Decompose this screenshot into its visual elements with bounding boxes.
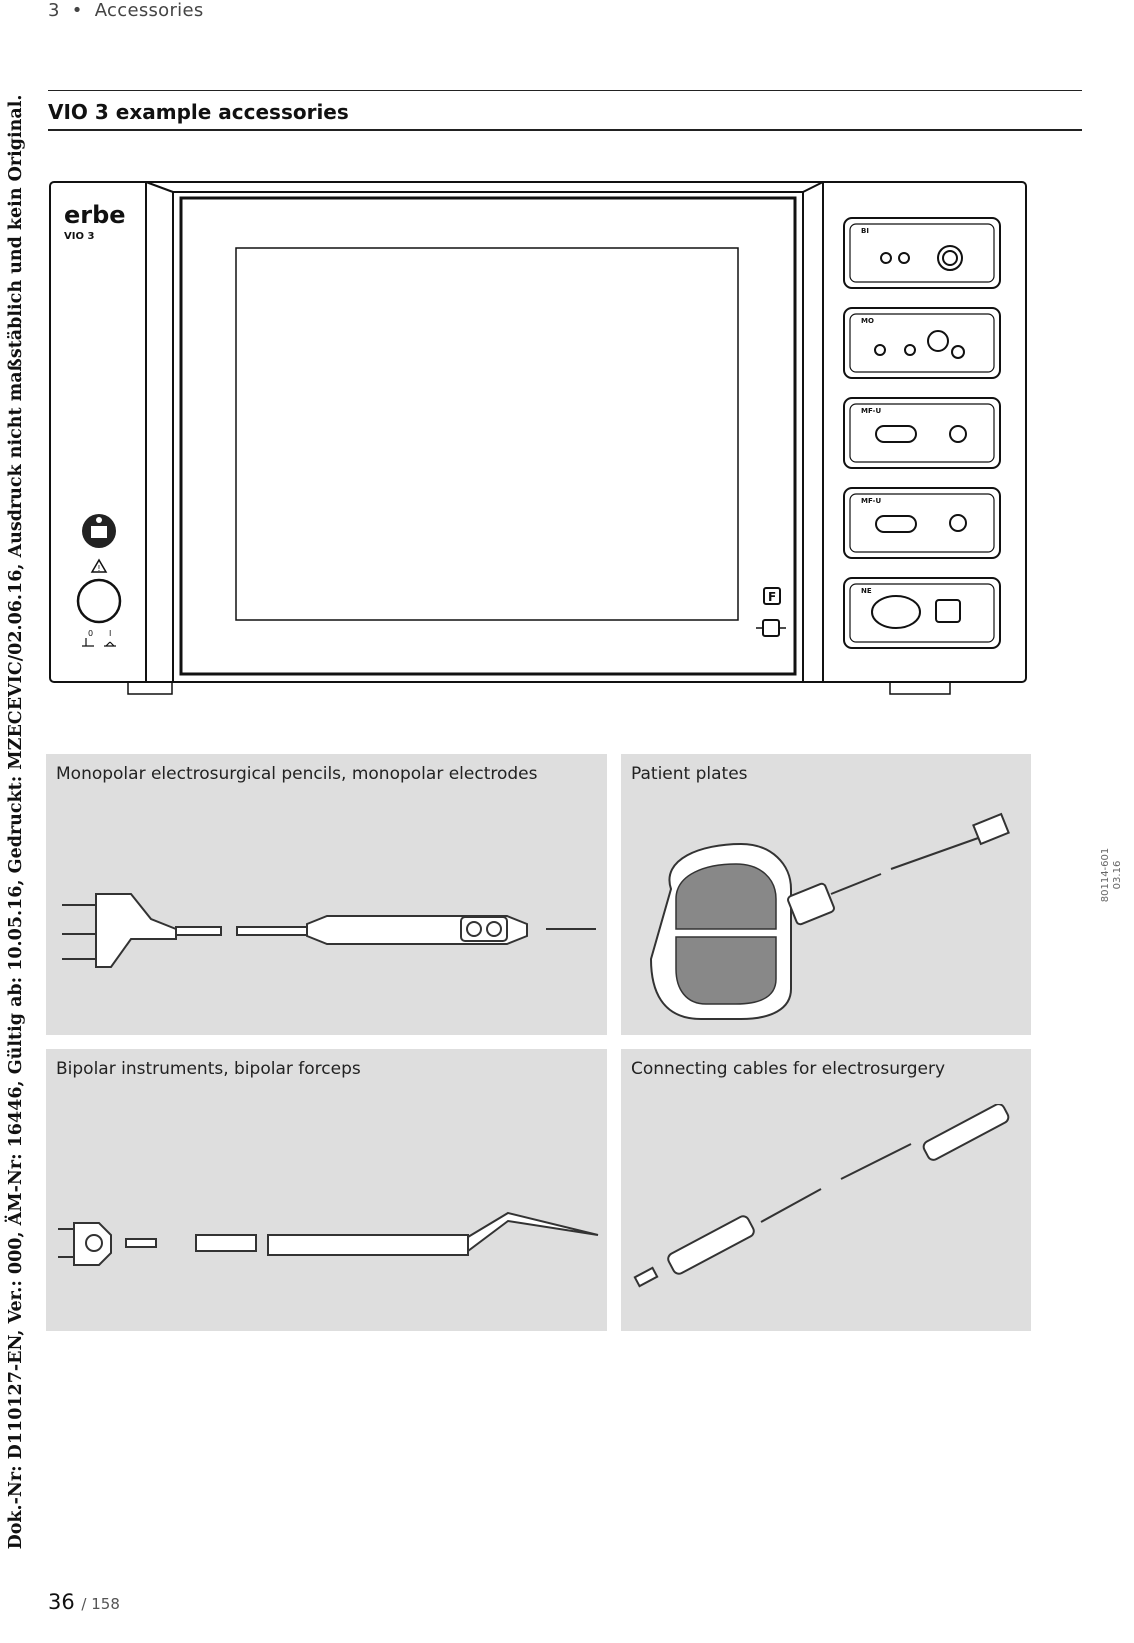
header-separator: • xyxy=(71,0,83,21)
title-top-rule xyxy=(48,90,1082,91)
panel-bipolar-label: Bipolar instruments, bipolar forceps xyxy=(56,1059,361,1079)
total-pages: / 158 xyxy=(81,1595,120,1613)
panel-bipolar: Bipolar instruments, bipolar forceps xyxy=(46,1049,607,1331)
doc-code: 80114-601 03.16 xyxy=(1100,848,1124,903)
socket-mf-u-2 xyxy=(843,487,1001,559)
patient-plate-illustration xyxy=(649,812,1010,1020)
panel-patient-plates: Patient plates xyxy=(621,754,1031,1035)
panel-connecting-cables: Connecting cables for electrosurgery xyxy=(621,1049,1031,1331)
panel-monopolar: Monopolar electrosurgical pencils, monop… xyxy=(46,754,607,1035)
vio3-device-illustration: erbe VIO 3 ! 0 I F xyxy=(49,181,1027,695)
doc-code-number: 80114-601 xyxy=(1100,847,1111,903)
doc-code-date: 03.16 xyxy=(1112,860,1123,890)
bipolar-forceps-illustration xyxy=(58,1211,599,1266)
title-bottom-rule xyxy=(48,129,1082,131)
socket-mo-label: MO xyxy=(861,317,874,325)
warning-icon: ! xyxy=(90,558,108,573)
power-switch[interactable] xyxy=(76,578,122,624)
panel-patient-plates-label: Patient plates xyxy=(631,764,748,784)
chapter-title: Accessories xyxy=(94,0,204,21)
socket-ne-label: NE xyxy=(861,587,872,595)
panel-monopolar-label: Monopolar electrosurgical pencils, monop… xyxy=(56,764,538,784)
socket-mo xyxy=(843,307,1001,379)
socket-ne xyxy=(843,577,1001,649)
panel-connecting-cables-label: Connecting cables for electrosurgery xyxy=(631,1059,946,1079)
socket-mf-u-1-label: MF-U xyxy=(861,407,881,415)
watermark-text: Dok.-Nr: D110127-EN, Ver.: 000, ÄM-Nr: 1… xyxy=(6,94,26,1550)
chapter-number: 3 xyxy=(48,0,60,21)
function-button[interactable] xyxy=(763,587,781,605)
network-port-icon xyxy=(756,619,786,637)
function-button-label: F xyxy=(768,590,776,604)
running-header: 3 • Accessories xyxy=(48,0,204,21)
monopolar-pencil-illustration xyxy=(62,893,596,968)
socket-mf-u-2-label: MF-U xyxy=(861,497,881,505)
section-title: VIO 3 example accessories xyxy=(48,100,349,124)
read-manual-icon xyxy=(82,514,116,548)
svg-text:!: ! xyxy=(97,564,100,573)
socket-bi-label: BI xyxy=(861,227,869,235)
brand-logo: erbe xyxy=(64,201,126,229)
side-watermark: Dok.-Nr: D110127-EN, Ver.: 000, ÄM-Nr: 1… xyxy=(0,0,32,1643)
current-page: 36 xyxy=(48,1590,75,1614)
power-off-label: 0 xyxy=(88,629,93,638)
connecting-cable-illustration xyxy=(633,1104,1010,1288)
model-label: VIO 3 xyxy=(64,231,94,242)
socket-bi xyxy=(843,217,1001,289)
page-number: 36 / 158 xyxy=(48,1590,120,1614)
socket-mf-u-1 xyxy=(843,397,1001,469)
power-on-label: I xyxy=(109,629,111,638)
